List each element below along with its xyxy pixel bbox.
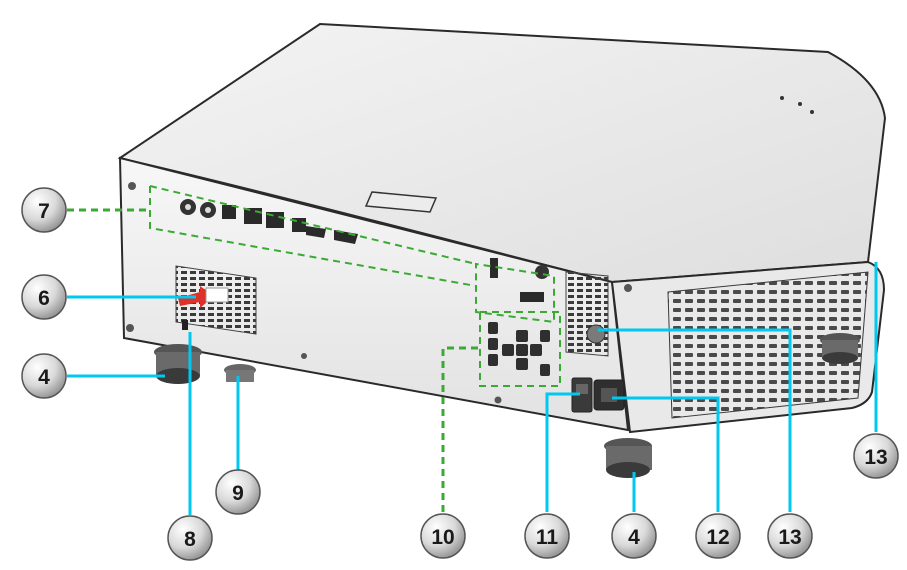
callout-13b: 13 [853, 433, 899, 479]
callout-9-label: 9 [232, 482, 244, 505]
leader-line-13a [598, 328, 792, 512]
foot-side-rear [820, 333, 860, 364]
tilt-foot-left [154, 344, 202, 384]
callout-9: 9 [215, 469, 261, 515]
leader-line-12 [612, 396, 720, 512]
ir-receiver-icon [586, 324, 606, 344]
leader-line-10 [441, 346, 480, 512]
leader-lines [67, 208, 878, 515]
side-vent [667, 271, 869, 419]
callout-6: 6 [21, 274, 67, 320]
callout-10-label: 10 [431, 526, 454, 549]
rear-panel [118, 156, 630, 432]
callout-8-label: 8 [184, 528, 196, 551]
callout-12: 12 [695, 513, 741, 559]
keypad-dashed-frame [479, 311, 561, 387]
callout-11: 11 [524, 513, 570, 559]
projector-top [117, 22, 887, 284]
projector-body [117, 22, 887, 478]
callout-12-label: 12 [706, 526, 729, 549]
exhaust-vent [565, 271, 609, 357]
callout-13a: 13 [767, 513, 813, 559]
callout-6-label: 6 [38, 287, 50, 310]
callout-4b-label: 4 [628, 526, 640, 549]
foot-rear-center [224, 364, 256, 382]
callout-10: 10 [420, 513, 466, 559]
leader-line-11 [545, 392, 580, 512]
tilt-foot-right [604, 438, 652, 478]
lan-port-icon [244, 208, 262, 224]
callout-4b: 4 [611, 513, 657, 559]
callout-4a-label: 4 [38, 366, 50, 389]
callout-11-label: 11 [536, 526, 559, 549]
io-dashed-frame [149, 186, 555, 324]
security-bar-icon [182, 320, 188, 330]
hdmi-port-icon [306, 226, 326, 238]
lid-handle [364, 191, 438, 213]
keypad [488, 322, 550, 376]
callout-8: 8 [167, 515, 213, 561]
callout-4a: 4 [21, 353, 67, 399]
callout-7-label: 7 [38, 200, 50, 223]
callout-13b-label: 13 [864, 446, 887, 469]
callout-13a-label: 13 [778, 526, 801, 549]
callout-7: 7 [21, 187, 67, 233]
port-icon [222, 205, 236, 219]
